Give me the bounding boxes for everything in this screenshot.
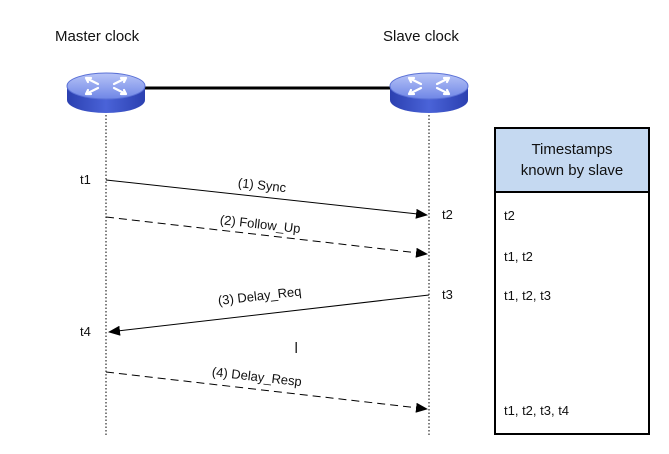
slave-timestamp-t3: t3 — [442, 287, 453, 302]
timestamps-table-header: Timestamps known by slave — [496, 129, 648, 193]
slave-clock-label: Slave clock — [383, 28, 459, 45]
slave-router-icon — [389, 72, 469, 113]
table-row: t1, t2, t3 — [504, 288, 551, 303]
master-router-icon — [66, 72, 146, 113]
header-line-1: Timestamps — [531, 141, 613, 158]
table-row: t2 — [504, 208, 515, 223]
sync-arrow — [105, 179, 428, 219]
delay-req-arrow — [108, 294, 430, 336]
table-row: t1, t2 — [504, 249, 533, 264]
header-line-2: known by slave — [520, 162, 624, 179]
follow-up-arrow — [105, 216, 428, 258]
table-row: t1, t2, t3, t4 — [504, 403, 570, 418]
delay-resp-arrow — [105, 371, 428, 413]
slave-timestamp-t2: t2 — [442, 207, 453, 222]
master-clock-label: Master clock — [55, 28, 140, 45]
timestamps-table: Timestamps known by slave t2 t1, t2 t1, … — [494, 127, 650, 435]
master-timestamp-t1: t1 — [80, 172, 91, 187]
master-timestamp-t4: t4 — [80, 324, 91, 339]
text-cursor-icon: I — [294, 340, 299, 357]
